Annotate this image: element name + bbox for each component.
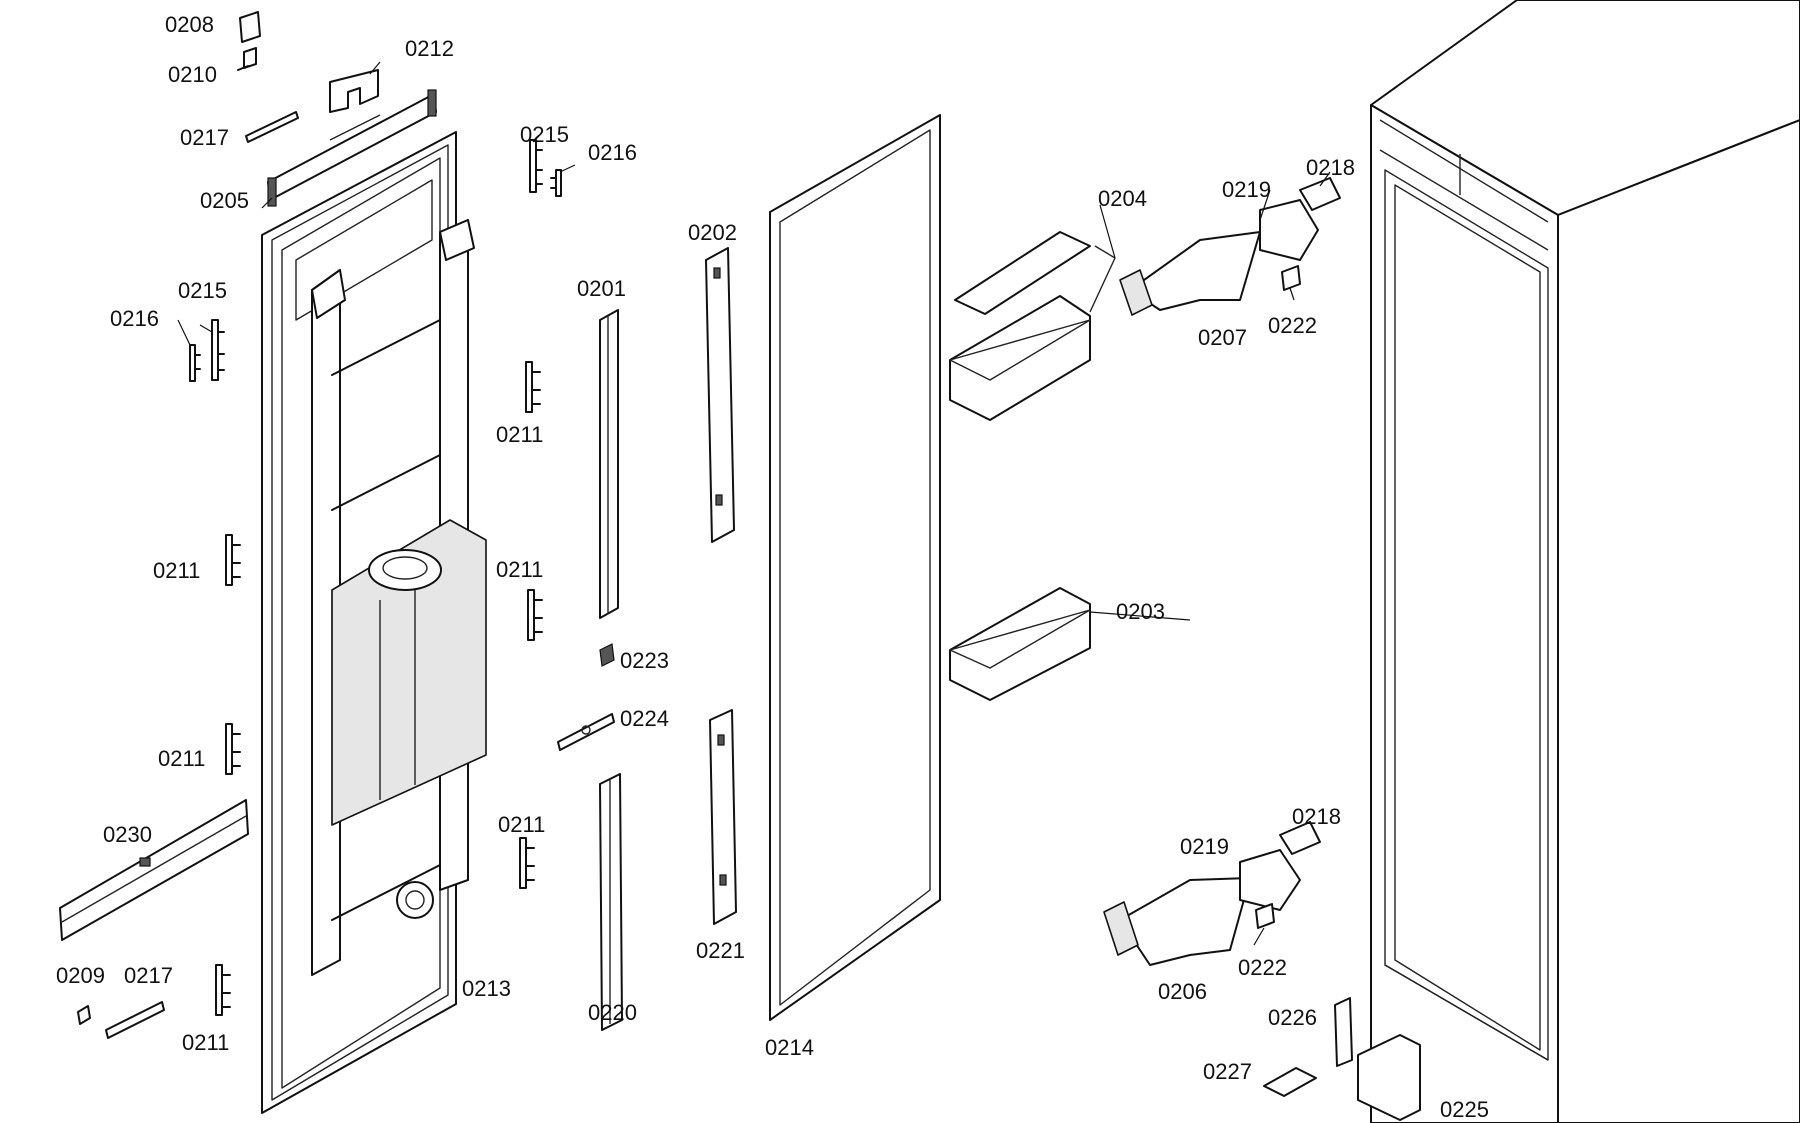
part-0215-right: 0215 xyxy=(520,122,569,147)
part-0216-right: 0216 xyxy=(588,140,637,165)
part-0224-drawing xyxy=(557,713,615,751)
door-inner-panel-drawing xyxy=(261,131,487,1114)
part-0209: 0209 xyxy=(56,963,105,988)
part-0212: 0212 xyxy=(405,36,454,61)
part-0208: 0208 xyxy=(165,12,214,37)
part-0203: 0203 xyxy=(1116,599,1165,624)
part-0219-top-drawing xyxy=(1259,199,1319,261)
part-0222-bottom: 0222 xyxy=(1238,955,1287,980)
part-0206-drawing xyxy=(1103,877,1251,966)
part-0219-top: 0219 xyxy=(1222,177,1271,202)
part-0225: 0225 xyxy=(1440,1097,1489,1122)
part-0204-drawing xyxy=(949,231,1116,421)
part-0226: 0226 xyxy=(1268,1005,1317,1030)
part-0208-drawing xyxy=(239,11,261,43)
part-0205-drawing xyxy=(267,89,437,207)
part-0212-drawing xyxy=(329,69,379,113)
part-0211-e: 0211 xyxy=(498,812,545,837)
part-0211-c: 0211 xyxy=(496,557,543,582)
part-0210: 0210 xyxy=(168,62,217,87)
part-0218-top: 0218 xyxy=(1306,155,1355,180)
part-0222-top-drawing xyxy=(1281,265,1301,291)
part-0221: 0221 xyxy=(696,938,745,963)
part-0224: 0224 xyxy=(620,706,669,731)
part-0207: 0207 xyxy=(1198,325,1247,350)
part-0213: 0213 xyxy=(462,976,511,1001)
part-0221-drawing xyxy=(709,709,737,925)
refrigerator-cabinet xyxy=(1370,0,1800,1123)
part-0220-drawing xyxy=(599,773,623,1031)
part-0218-bottom: 0218 xyxy=(1292,804,1341,829)
part-0222-bottom-drawing xyxy=(1255,903,1275,929)
part-0216-left: 0216 xyxy=(110,306,159,331)
part-0218-top-drawing xyxy=(1299,177,1341,211)
part-0215-left: 0215 xyxy=(178,278,227,303)
part-0219-bottom-drawing xyxy=(1239,849,1301,911)
part-0202: 0202 xyxy=(688,220,737,245)
part-0214-drawing xyxy=(769,114,941,1021)
part-0217-top: 0217 xyxy=(180,125,229,150)
part-0226-drawing xyxy=(1334,997,1353,1067)
part-0217-bottom: 0217 xyxy=(124,963,173,988)
part-0214: 0214 xyxy=(765,1035,814,1060)
clip-drawings xyxy=(189,139,562,1016)
part-0210-drawing xyxy=(237,47,257,71)
part-0211-b: 0211 xyxy=(153,558,200,583)
part-0230-drawing xyxy=(59,799,249,941)
leader-lines xyxy=(177,61,1331,946)
part-0230: 0230 xyxy=(103,822,152,847)
part-labels: 0208 0210 0212 0217 0205 0215 0216 0215 … xyxy=(56,12,1489,1122)
part-0201: 0201 xyxy=(577,276,626,301)
part-0204: 0204 xyxy=(1098,186,1147,211)
part-0225-drawing xyxy=(1357,1034,1421,1121)
part-0203-drawing xyxy=(949,587,1091,701)
part-0223-drawing xyxy=(599,643,615,667)
part-0227-drawing xyxy=(1263,1067,1317,1097)
part-0222-top: 0222 xyxy=(1268,313,1317,338)
part-0211-d: 0211 xyxy=(158,746,205,771)
part-0211-a: 0211 xyxy=(496,422,543,447)
part-0217-bottom-drawing xyxy=(105,1001,165,1039)
part-0217-top-drawing xyxy=(245,111,299,143)
part-0206: 0206 xyxy=(1158,979,1207,1004)
part-0227: 0227 xyxy=(1203,1059,1252,1084)
part-0201-drawing xyxy=(599,309,619,619)
part-0218-bottom-drawing xyxy=(1279,821,1321,855)
part-0223: 0223 xyxy=(620,648,669,673)
part-0207-drawing xyxy=(1119,231,1261,316)
part-0202-drawing xyxy=(705,247,735,543)
part-0211-f: 0211 xyxy=(182,1030,229,1055)
part-0219-bottom: 0219 xyxy=(1180,834,1229,859)
part-0209-drawing xyxy=(77,1005,91,1025)
part-0220: 0220 xyxy=(588,1000,637,1025)
part-0205: 0205 xyxy=(200,188,249,213)
